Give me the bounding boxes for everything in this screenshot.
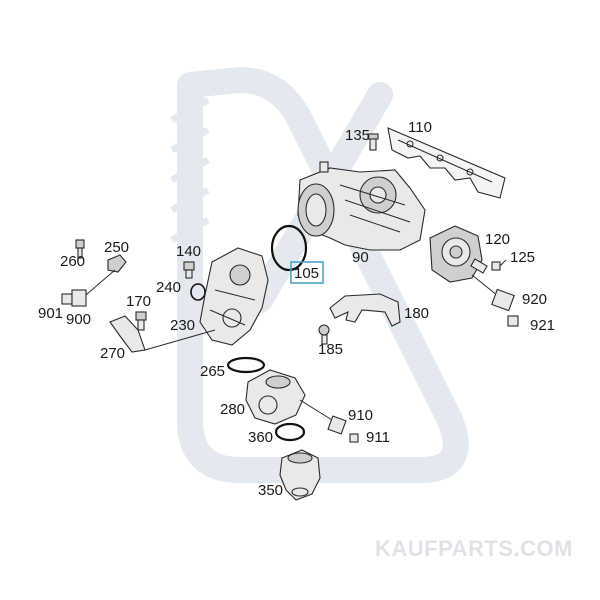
label-135: 135 [345,127,370,144]
label-280: 280 [220,401,245,418]
label-250: 250 [104,239,129,256]
highlight-box-105 [290,261,324,284]
label-120: 120 [485,231,510,248]
part-140-bolt [183,261,195,279]
part-260-bolt [75,239,85,259]
label-140: 140 [176,243,201,260]
part-921-clip [507,315,519,327]
part-125-bolt [491,259,507,271]
part-265-o-ring [226,356,266,374]
part-180-bracket [329,293,401,327]
part-230-housing [199,247,269,346]
part-240-o-ring [190,283,206,301]
label-900: 900 [66,311,91,328]
label-110: 110 [408,119,432,136]
label-170: 170 [126,293,151,310]
part-360-o-ring [274,422,306,442]
part-185-bolt [318,324,330,345]
watermark-text: KAUFPARTS.COM [375,536,573,561]
label-921: 921 [530,317,555,334]
part-901-plug [61,293,73,305]
part-350-outlet [279,449,321,501]
label-105: 105 [294,265,319,282]
label-185: 185 [318,341,343,358]
callout-labels: 110 135 90 105 120 125 920 921 180 185 2… [38,119,555,499]
label-90: 90 [352,249,369,266]
part-90-throttle-assembly [297,161,426,251]
label-270: 270 [100,345,125,362]
label-125: 125 [510,249,535,266]
label-350: 350 [258,482,283,499]
label-911: 911 [366,429,390,446]
label-230: 230 [170,317,195,334]
label-901: 901 [38,305,63,322]
part-280-thermostat-housing [245,369,333,425]
part-270-bracket [109,315,216,353]
part-920-connector [471,274,515,312]
part-135-bolt [367,133,379,151]
part-170-bolt [135,311,147,331]
part-110-gasket [387,127,506,199]
part-900-connector [71,289,87,307]
label-360: 360 [248,429,273,446]
part-911-clip [349,433,359,443]
label-260: 260 [60,253,85,270]
label-240: 240 [156,279,181,296]
label-920: 920 [522,291,547,308]
label-265: 265 [200,363,225,380]
part-250-sensor [79,254,127,301]
part-910-connector [327,415,347,435]
part-120-pump [429,225,488,283]
label-180: 180 [404,305,429,322]
label-910: 910 [348,407,373,424]
part-105-o-ring [270,224,308,272]
